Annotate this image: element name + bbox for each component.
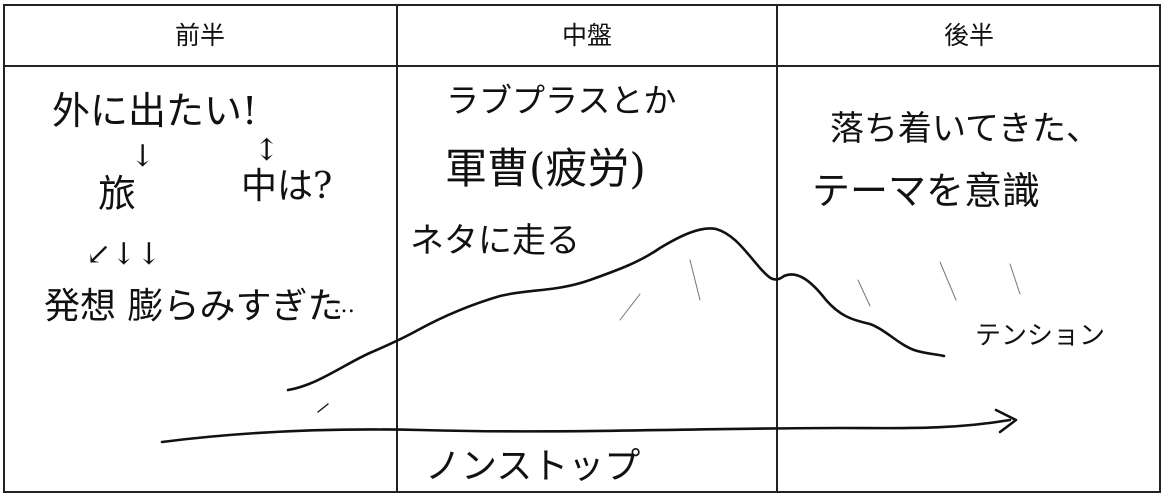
table-frame <box>3 4 1161 493</box>
arrow-down-to-travel: ↓ <box>130 139 155 174</box>
sketch-mark-5 <box>857 279 871 307</box>
ellipsis: … <box>333 293 355 318</box>
label-nonstop: ノンストップ <box>425 446 640 487</box>
arrow-up-down: ↕ <box>254 133 279 168</box>
header-second-half: 後半 <box>944 21 994 50</box>
sketch-mark-3 <box>939 261 957 301</box>
note-ideas-expanded: 発想 膨らみすぎた <box>44 286 343 327</box>
arrows-branch: ↙↓↓ <box>86 237 161 272</box>
sketch-mark-6 <box>317 403 329 413</box>
sketch-mark-4 <box>1009 263 1021 295</box>
note-inside: 中は? <box>241 166 332 207</box>
header-middle: 中盤 <box>562 21 612 50</box>
note-go-outside: 外に出たい! <box>52 89 257 133</box>
header-first-half: 前半 <box>175 21 225 50</box>
sketch-mark-2 <box>689 259 701 301</box>
note-travel: 旅 <box>98 172 136 216</box>
label-tension: テンション <box>975 321 1105 351</box>
note-go-for-gags: ネタに走る <box>410 221 580 261</box>
note-calmed-down: 落ち着いてきた、 <box>830 109 1100 149</box>
timeline-arrow <box>160 418 1012 444</box>
timeline-arrowhead <box>994 408 1018 434</box>
tension-curve <box>286 227 946 392</box>
sketch-mark-1 <box>619 293 641 321</box>
outer-border <box>3 4 1161 493</box>
note-sergeant-fatigue: 軍曹(疲労) <box>445 144 646 193</box>
note-loveplus: ラブプラスとか <box>446 81 676 120</box>
note-conscious-of-theme: テーマを意識 <box>812 169 1040 213</box>
